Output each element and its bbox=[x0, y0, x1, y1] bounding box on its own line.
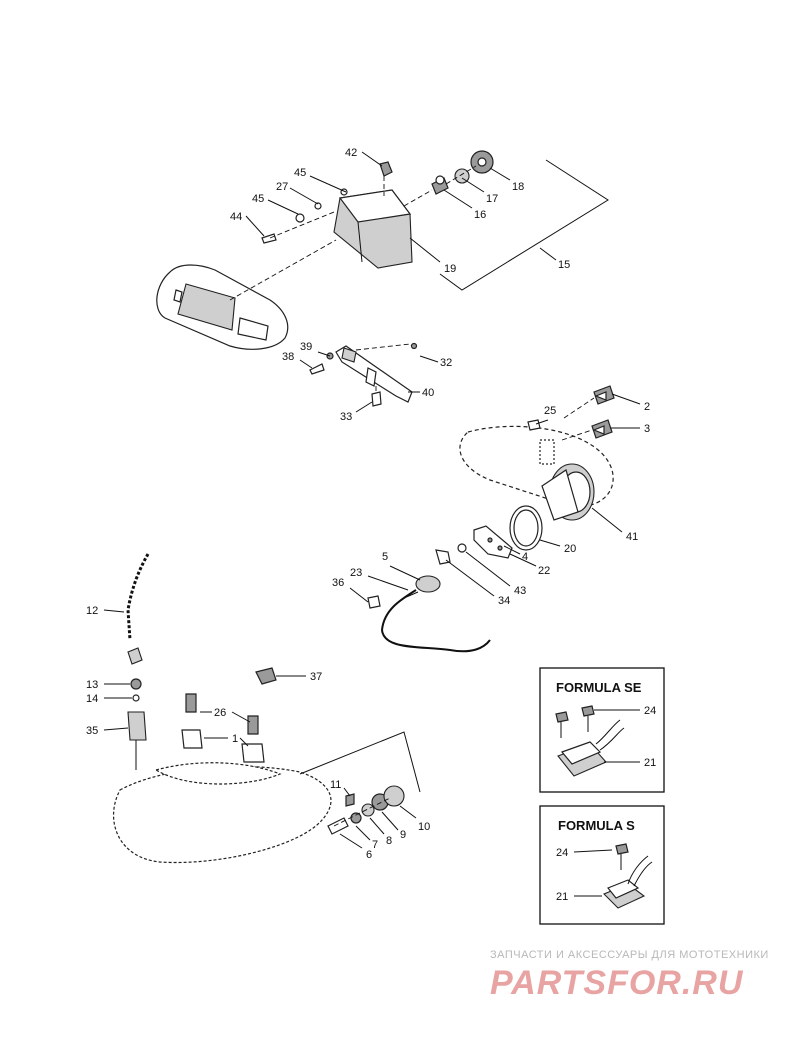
callout-45: 45 bbox=[252, 193, 264, 205]
callout-9: 9 bbox=[400, 829, 406, 841]
callout-42: 42 bbox=[345, 147, 357, 159]
callout-15: 15 bbox=[558, 259, 570, 271]
washer-43 bbox=[457, 543, 467, 553]
watermark-caption: ЗАПЧАСТИ И АКСЕССУАРЫ ДЛЯ МОТОТЕХНИКИ bbox=[490, 949, 769, 961]
fuel-tank bbox=[112, 765, 332, 864]
callout-18: 18 bbox=[512, 181, 524, 193]
watermark-logo: PARTSFOR.RU bbox=[490, 964, 744, 1002]
callout-45: 45 bbox=[294, 167, 306, 179]
clip-37 bbox=[255, 667, 277, 685]
callout-6: 6 bbox=[366, 849, 372, 861]
gauge-housing-group bbox=[156, 150, 609, 350]
screw-38 bbox=[309, 363, 325, 375]
grommet-27 bbox=[314, 202, 322, 210]
callout-34: 34 bbox=[498, 595, 510, 607]
mounting-bracket-group bbox=[299, 342, 439, 413]
cable-12 bbox=[126, 553, 150, 641]
inset-se-21: 21 bbox=[644, 757, 656, 769]
callout-5: 5 bbox=[382, 551, 388, 563]
callout-11: 11 bbox=[330, 779, 341, 791]
inset-s-title: FORMULA S bbox=[558, 818, 635, 833]
callout-4: 4 bbox=[522, 551, 528, 563]
bracket-22 bbox=[473, 525, 513, 559]
inset-formula-s: FORMULA S 24 21 bbox=[539, 805, 665, 925]
callout-13: 13 bbox=[86, 679, 98, 691]
callout-27: 27 bbox=[276, 181, 288, 193]
switch-1a bbox=[181, 729, 203, 749]
dash-gauge-group bbox=[349, 385, 641, 653]
callout-36: 36 bbox=[332, 577, 344, 589]
callout-44: 44 bbox=[230, 211, 242, 223]
watermark: ЗАПЧАСТИ И АКСЕССУАРЫ ДЛЯ МОТОТЕХНИКИ PA… bbox=[490, 949, 769, 1002]
callout-32: 32 bbox=[440, 357, 452, 369]
nut-13 bbox=[130, 678, 142, 690]
callout-20: 20 bbox=[564, 543, 576, 555]
callout-1: 1 bbox=[232, 733, 238, 745]
washer-14 bbox=[132, 694, 140, 702]
callout-23: 23 bbox=[350, 567, 362, 579]
callout-41: 41 bbox=[626, 531, 638, 543]
callout-37: 37 bbox=[310, 671, 322, 683]
callout-22: 22 bbox=[538, 565, 550, 577]
cap-11 bbox=[345, 793, 355, 807]
callout-16: 16 bbox=[474, 209, 486, 221]
callout-14: 14 bbox=[86, 693, 98, 705]
callout-2: 2 bbox=[644, 401, 650, 413]
callout-19: 19 bbox=[444, 263, 456, 275]
connector-36 bbox=[367, 595, 381, 609]
callout-43: 43 bbox=[514, 585, 526, 597]
nut-32 bbox=[410, 342, 418, 350]
plug-5 bbox=[415, 575, 441, 593]
callout-12: 12 bbox=[86, 605, 98, 617]
inset-formula-se: FORMULA SE 24 21 bbox=[539, 667, 665, 793]
callout-40: 40 bbox=[422, 387, 434, 399]
callout-38: 38 bbox=[282, 351, 294, 363]
inset-se-title: FORMULA SE bbox=[556, 680, 642, 695]
wire-23 bbox=[380, 589, 491, 653]
clip-25 bbox=[527, 419, 541, 431]
switch-1b bbox=[241, 743, 265, 763]
socket-17 bbox=[454, 168, 470, 184]
callout-3: 3 bbox=[644, 423, 650, 435]
callout-26: 26 bbox=[214, 707, 226, 719]
screw-26a bbox=[185, 693, 197, 713]
screw-44 bbox=[261, 233, 277, 244]
callout-8: 8 bbox=[386, 835, 392, 847]
cable-tank-group bbox=[103, 553, 332, 864]
washer-45 bbox=[295, 213, 305, 223]
inset-se-24: 24 bbox=[644, 705, 656, 717]
screw-26b bbox=[247, 715, 259, 735]
callout-7: 7 bbox=[372, 839, 378, 851]
callout-25: 25 bbox=[544, 405, 556, 417]
inset-s-21: 21 bbox=[556, 891, 568, 903]
callout-35: 35 bbox=[86, 725, 98, 737]
callout-17: 17 bbox=[486, 193, 498, 205]
callout-labels: 42 45 27 45 44 16 17 18 19 15 39 38 32 4… bbox=[86, 147, 650, 861]
callout-39: 39 bbox=[300, 341, 312, 353]
key-switch-group bbox=[299, 731, 421, 849]
callout-10: 10 bbox=[418, 821, 430, 833]
inset-s-24: 24 bbox=[556, 847, 568, 859]
callout-33: 33 bbox=[340, 411, 352, 423]
switch-10 bbox=[383, 785, 405, 807]
sensor-35 bbox=[127, 711, 147, 741]
clip-42 bbox=[379, 161, 393, 177]
spacer-33 bbox=[371, 391, 382, 407]
nut-8 bbox=[361, 803, 375, 817]
